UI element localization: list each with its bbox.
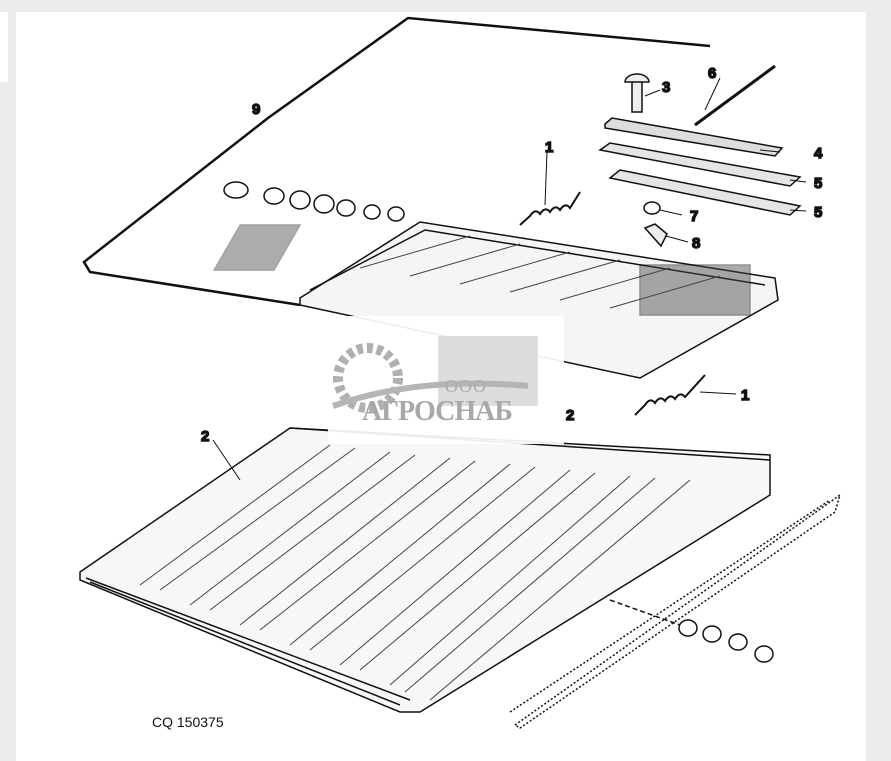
bolt xyxy=(624,73,650,113)
strip-a xyxy=(598,142,802,187)
callout-2: 2 xyxy=(566,407,574,424)
callout-5: 5 xyxy=(814,204,822,221)
callout-1: 1 xyxy=(545,139,553,156)
watermark-prefix: ООО xyxy=(445,376,487,396)
spring-lower xyxy=(634,374,706,416)
side-strip xyxy=(509,493,842,729)
washer-chain-lower xyxy=(609,599,774,663)
lower-sieve xyxy=(79,427,771,713)
callout-9: 9 xyxy=(252,101,260,118)
watermark-name: АГРОСНАБ xyxy=(362,396,513,427)
callout-7: 7 xyxy=(690,208,698,225)
callout-3: 3 xyxy=(662,79,670,96)
gear-harvester-icon xyxy=(332,336,538,413)
callout-1: 1 xyxy=(741,387,749,404)
group-bracket-line xyxy=(82,16,711,307)
strip-b xyxy=(608,169,802,216)
wing-nut xyxy=(643,223,668,248)
left-sidebar-stub xyxy=(0,12,8,82)
callout-2: 2 xyxy=(201,428,209,445)
upper-sieve xyxy=(212,221,779,379)
spring-upper xyxy=(519,191,581,226)
callout-6: 6 xyxy=(708,65,716,82)
washer-chain xyxy=(223,181,405,222)
watermark-logo: ООО АГРОСНАБ xyxy=(328,316,564,444)
rod xyxy=(694,64,776,127)
washer xyxy=(643,201,661,215)
drawing-code: CQ 150375 xyxy=(152,714,224,730)
callout-5: 5 xyxy=(814,175,822,192)
callout-4: 4 xyxy=(814,145,823,162)
callout-8: 8 xyxy=(692,235,700,252)
